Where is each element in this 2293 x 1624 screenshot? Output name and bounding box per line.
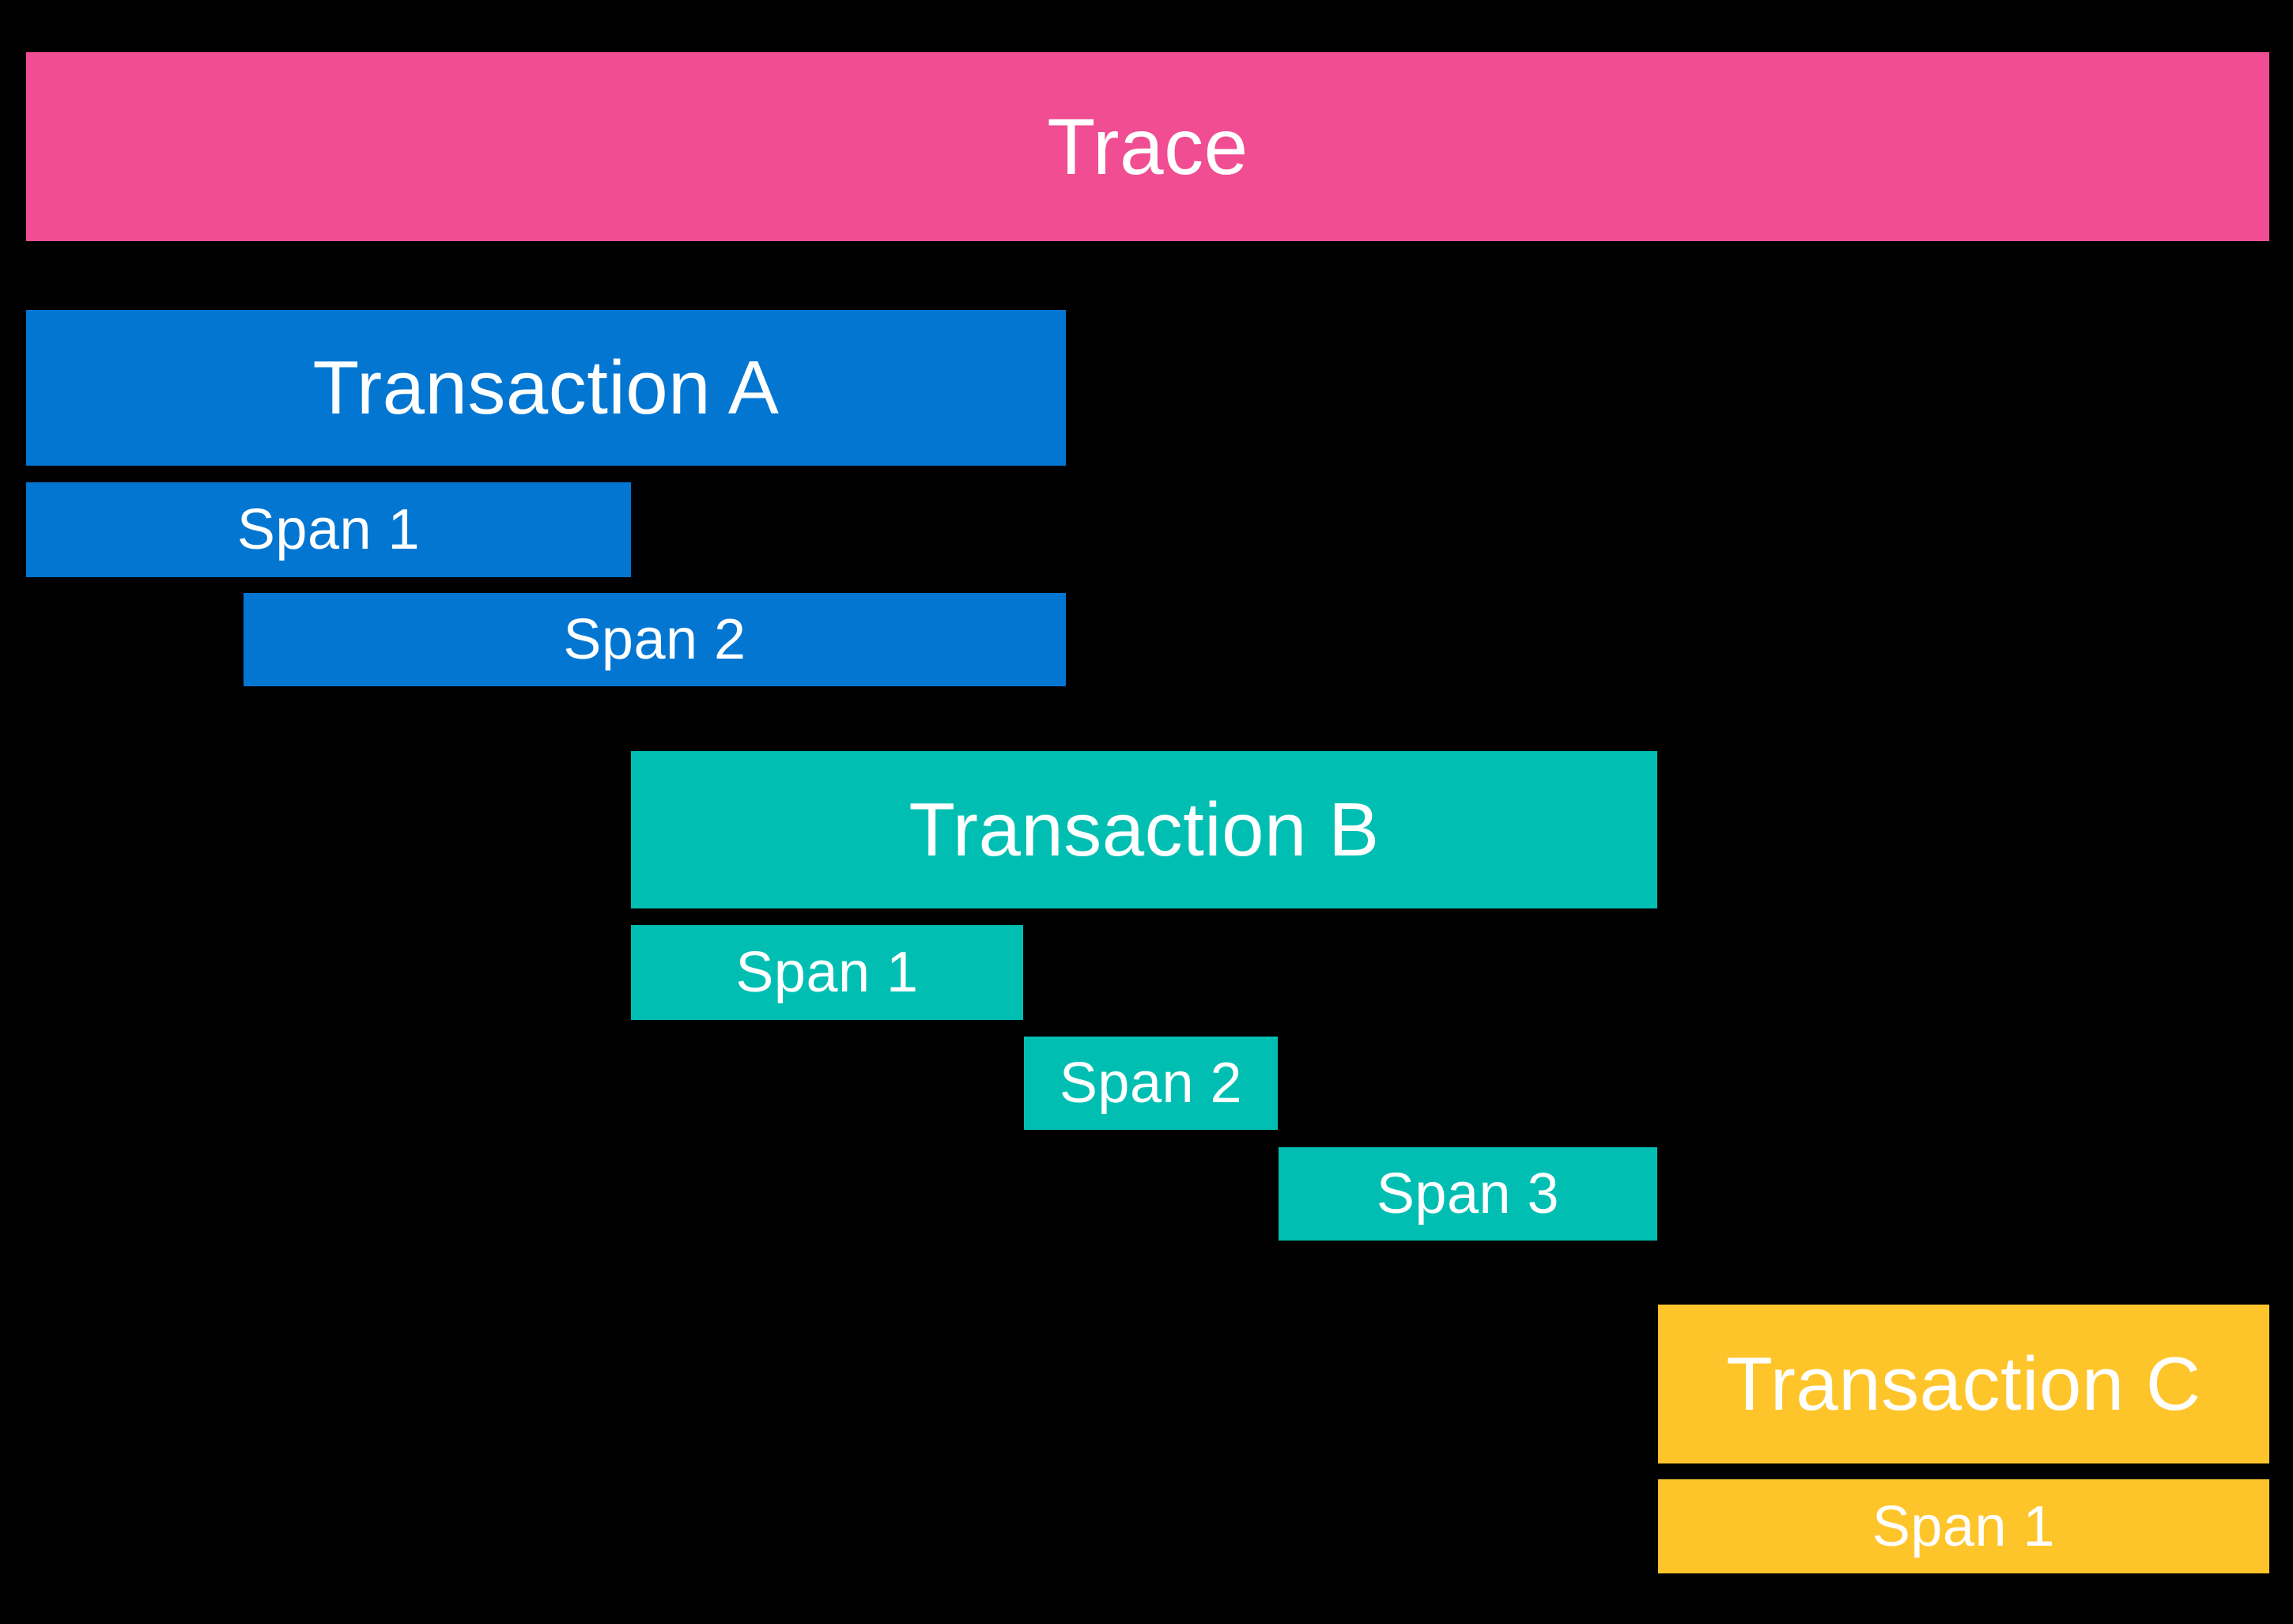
trace-bar: Trace (26, 52, 2269, 241)
transaction-b-span-2-label: Span 2 (1059, 1052, 1243, 1115)
transaction-a-span-2-bar: Span 2 (244, 593, 1066, 686)
transaction-c-span-1-bar: Span 1 (1658, 1479, 2269, 1573)
transaction-b-span-1-bar: Span 1 (631, 925, 1023, 1020)
transaction-b-bar: Transaction B (631, 751, 1657, 908)
transaction-c-span-1-label: Span 1 (1872, 1494, 2056, 1558)
transaction-a-label: Transaction A (312, 345, 780, 430)
transaction-a-span-1-label: Span 1 (236, 498, 421, 561)
transaction-a-span-1-bar: Span 1 (26, 482, 631, 577)
trace-label: Trace (1047, 102, 1248, 191)
transaction-a-bar: Transaction A (26, 310, 1066, 466)
transaction-c-label: Transaction C (1726, 1341, 2201, 1426)
transaction-b-span-3-bar: Span 3 (1279, 1147, 1657, 1241)
transaction-a-span-2-label: Span 2 (563, 608, 746, 671)
transaction-c-bar: Transaction C (1658, 1305, 2269, 1463)
transaction-b-span-3-label: Span 3 (1376, 1162, 1560, 1226)
transaction-b-span-1-label: Span 1 (735, 941, 919, 1004)
transaction-b-label: Transaction B (909, 787, 1380, 872)
transaction-b-span-2-bar: Span 2 (1024, 1037, 1278, 1130)
